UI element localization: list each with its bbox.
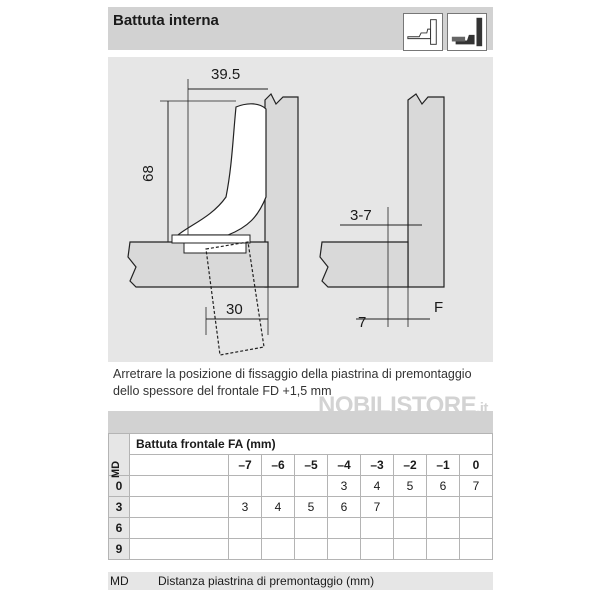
table-cell: 6 [327,496,361,518]
table-cell [459,496,493,518]
dim-7: 7 [358,314,367,331]
table-cell [261,538,295,560]
table-cell: 3 [327,475,361,497]
column-header: –7 [228,454,262,476]
table-cell [327,538,361,560]
table-cell: 7 [459,475,493,497]
table-cell: 5 [393,475,427,497]
column-header: –4 [327,454,361,476]
table-cell [261,517,295,539]
dim-39-5: 39.5 [211,66,241,83]
table-cell [360,517,394,539]
table-cell [228,475,262,497]
instruction-note: Arretrare la posizione di fissaggio dell… [113,367,472,398]
dim-68: 68 [139,165,157,182]
table-cell [426,517,460,539]
col-spacer [129,517,229,539]
legend-text: Distanza piastrina di premontaggio (mm) [158,574,375,588]
settings-table: Battuta frontale FA (mm) –7 –6 –5 –4 –3 … [108,411,493,560]
table-cell [327,517,361,539]
table-cell [294,538,328,560]
table-cell: 4 [261,496,295,518]
dim-30: 30 [226,301,243,318]
row-label: 3 [108,496,130,518]
values-grid: Battuta frontale FA (mm) –7 –6 –5 –4 –3 … [108,433,493,560]
page-title: Battuta interna [113,12,219,29]
table-cell [294,475,328,497]
dim-3-7: 3-7 [350,207,372,224]
table-cell [261,475,295,497]
column-title: Battuta frontale FA (mm) [129,433,493,455]
legend-row: MD Distanza piastrina di premontaggio (m… [108,572,493,590]
table-cell [393,517,427,539]
table-cell: 3 [228,496,262,518]
row-label: 0 [108,475,130,497]
col-spacer [129,538,229,560]
table-cell [393,496,427,518]
md-axis-cell [108,433,130,476]
column-header: –5 [294,454,328,476]
column-header: 0 [459,454,493,476]
table-cell [426,496,460,518]
inset-icon [447,13,487,51]
table-cell: 5 [294,496,328,518]
table-cell [228,517,262,539]
table-cell [228,538,262,560]
col-spacer [129,475,229,497]
dim-f: F [434,299,444,316]
table-cell: 6 [426,475,460,497]
row-label: 9 [108,538,130,560]
table-cell [459,517,493,539]
technical-drawing: 39.5 68 30 3-7 7 F [108,57,493,362]
column-header: –1 [426,454,460,476]
table-cell [426,538,460,560]
column-header: –2 [393,454,427,476]
table-cell [459,538,493,560]
column-header: –3 [360,454,394,476]
row-label: 6 [108,517,130,539]
col-spacer [129,454,229,476]
table-top-band [108,411,493,433]
table-cell [294,517,328,539]
column-header: –6 [261,454,295,476]
table-cell: 4 [360,475,394,497]
overlay-icon [403,13,443,51]
table-cell: 7 [360,496,394,518]
table-cell [360,538,394,560]
table-cell [393,538,427,560]
legend-abbr: MD [110,574,129,588]
md-axis-label: MD [110,460,122,478]
col-spacer [129,496,229,518]
